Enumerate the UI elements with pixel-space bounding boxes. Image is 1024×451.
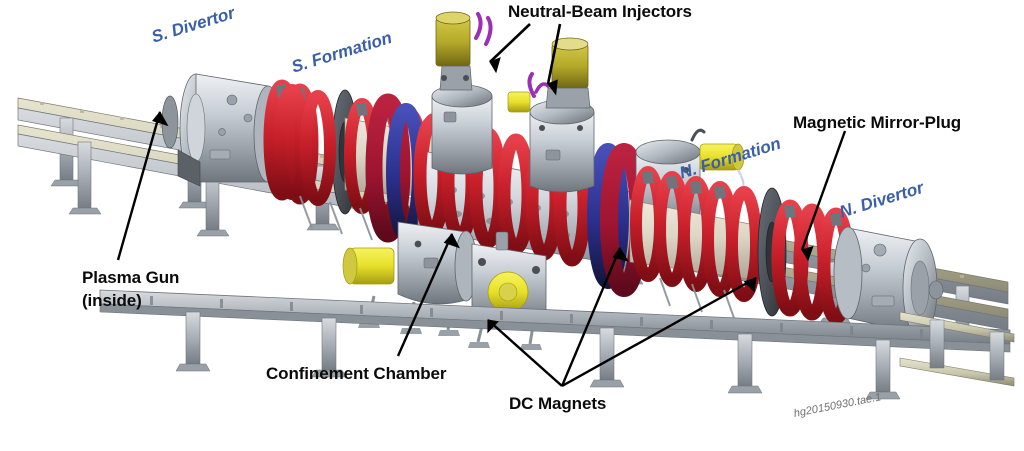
- nbi-upper-2: [507, 37, 595, 193]
- leader-dc-magnets-2: [560, 247, 629, 387]
- north-divertor-vessel: [833, 226, 944, 338]
- callout-neutral-beam-injectors: Neutral-Beam Injectors: [508, 2, 692, 21]
- north-formation-section: [629, 166, 771, 319]
- callout-plasma-gun-inside: (inside): [82, 291, 142, 310]
- callout-confinement-chamber: Confinement Chamber: [266, 364, 447, 383]
- south-divertor-vessel: [161, 73, 283, 187]
- section-label-s-divertor: S. Divertor: [149, 3, 238, 47]
- callout-dc-magnets: DC Magnets: [509, 394, 607, 413]
- leader-dc-magnets-1: [487, 319, 563, 387]
- section-label-n-formation: N. Formation: [677, 133, 784, 183]
- support-frame-front: [99, 289, 1011, 400]
- section-label-s-formation: S. Formation: [289, 28, 395, 77]
- leader-dc-magnets-3: [561, 276, 757, 388]
- leader-lines: [116, 23, 847, 388]
- leader-confinement-chamber: [396, 233, 460, 357]
- nbi-upper-1: [431, 11, 493, 175]
- nbi-lower-2: [468, 231, 547, 350]
- leader-nbi-left: [489, 23, 531, 74]
- auxiliary-rails-right: [899, 311, 1015, 387]
- section-label-n-divertor: N. Divertor: [837, 178, 926, 222]
- callout-plasma-gun: Plasma Gun: [82, 268, 180, 287]
- watermark-text: hg20150930.tae.1: [792, 391, 883, 420]
- leader-magnetic-mirror-plug: [800, 130, 847, 262]
- callout-magnetic-mirror-plug: Magnetic Mirror-Plug: [793, 113, 962, 132]
- support-legs-front: [175, 311, 901, 400]
- leader-nbi-right: [546, 23, 562, 96]
- leader-plasma-gun: [116, 111, 169, 261]
